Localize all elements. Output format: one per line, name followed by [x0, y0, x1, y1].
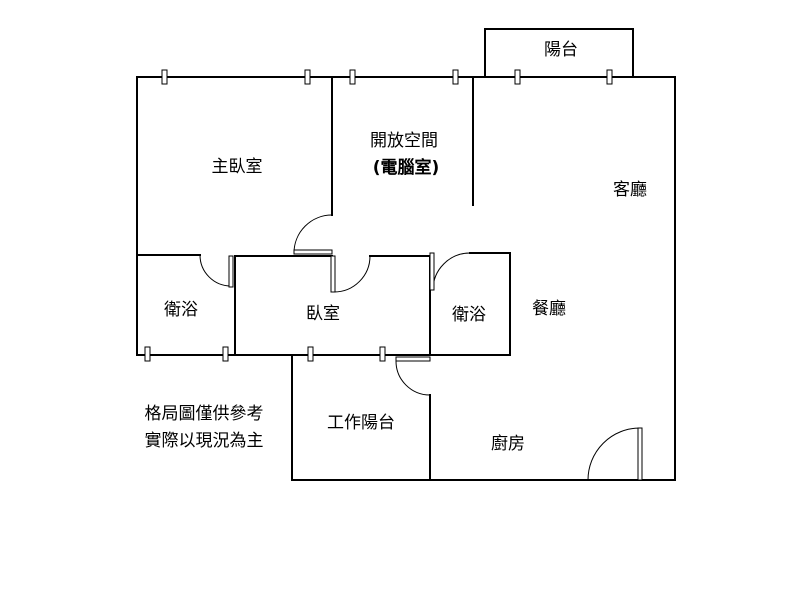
- room-labels: 陽台 主臥室 開放空間 (電腦室) 客廳 衛浴 臥室 衛浴 餐廳 工作陽台 廚房: [164, 40, 647, 454]
- kitchen-label: 廚房: [491, 433, 525, 454]
- bath-right-label: 衛浴: [452, 305, 486, 325]
- work-balcony-label: 工作陽台: [327, 413, 395, 433]
- bath-left-label: 衛浴: [164, 300, 198, 320]
- bedroom-label: 臥室: [306, 304, 340, 324]
- disclaimer-line-2: 實際以現況為主: [145, 431, 264, 451]
- interior-walls: [136, 76, 511, 481]
- disclaimer: 格局圖僅供參考 實際以現況為主: [145, 404, 264, 451]
- disclaimer-line-1: 格局圖僅供參考: [145, 404, 264, 424]
- dining-room-label: 餐廳: [532, 299, 566, 319]
- open-space-sublabel: (電腦室): [373, 157, 440, 178]
- open-space-label: 開放空間: [370, 131, 438, 151]
- master-bedroom-label: 主臥室: [212, 157, 263, 177]
- outer-walls: [136, 76, 676, 481]
- doors: [199, 214, 643, 481]
- balcony-walls: [484, 28, 634, 78]
- living-room-label: 客廳: [613, 180, 647, 200]
- balcony-label: 陽台: [544, 40, 578, 60]
- windows: [144, 69, 613, 362]
